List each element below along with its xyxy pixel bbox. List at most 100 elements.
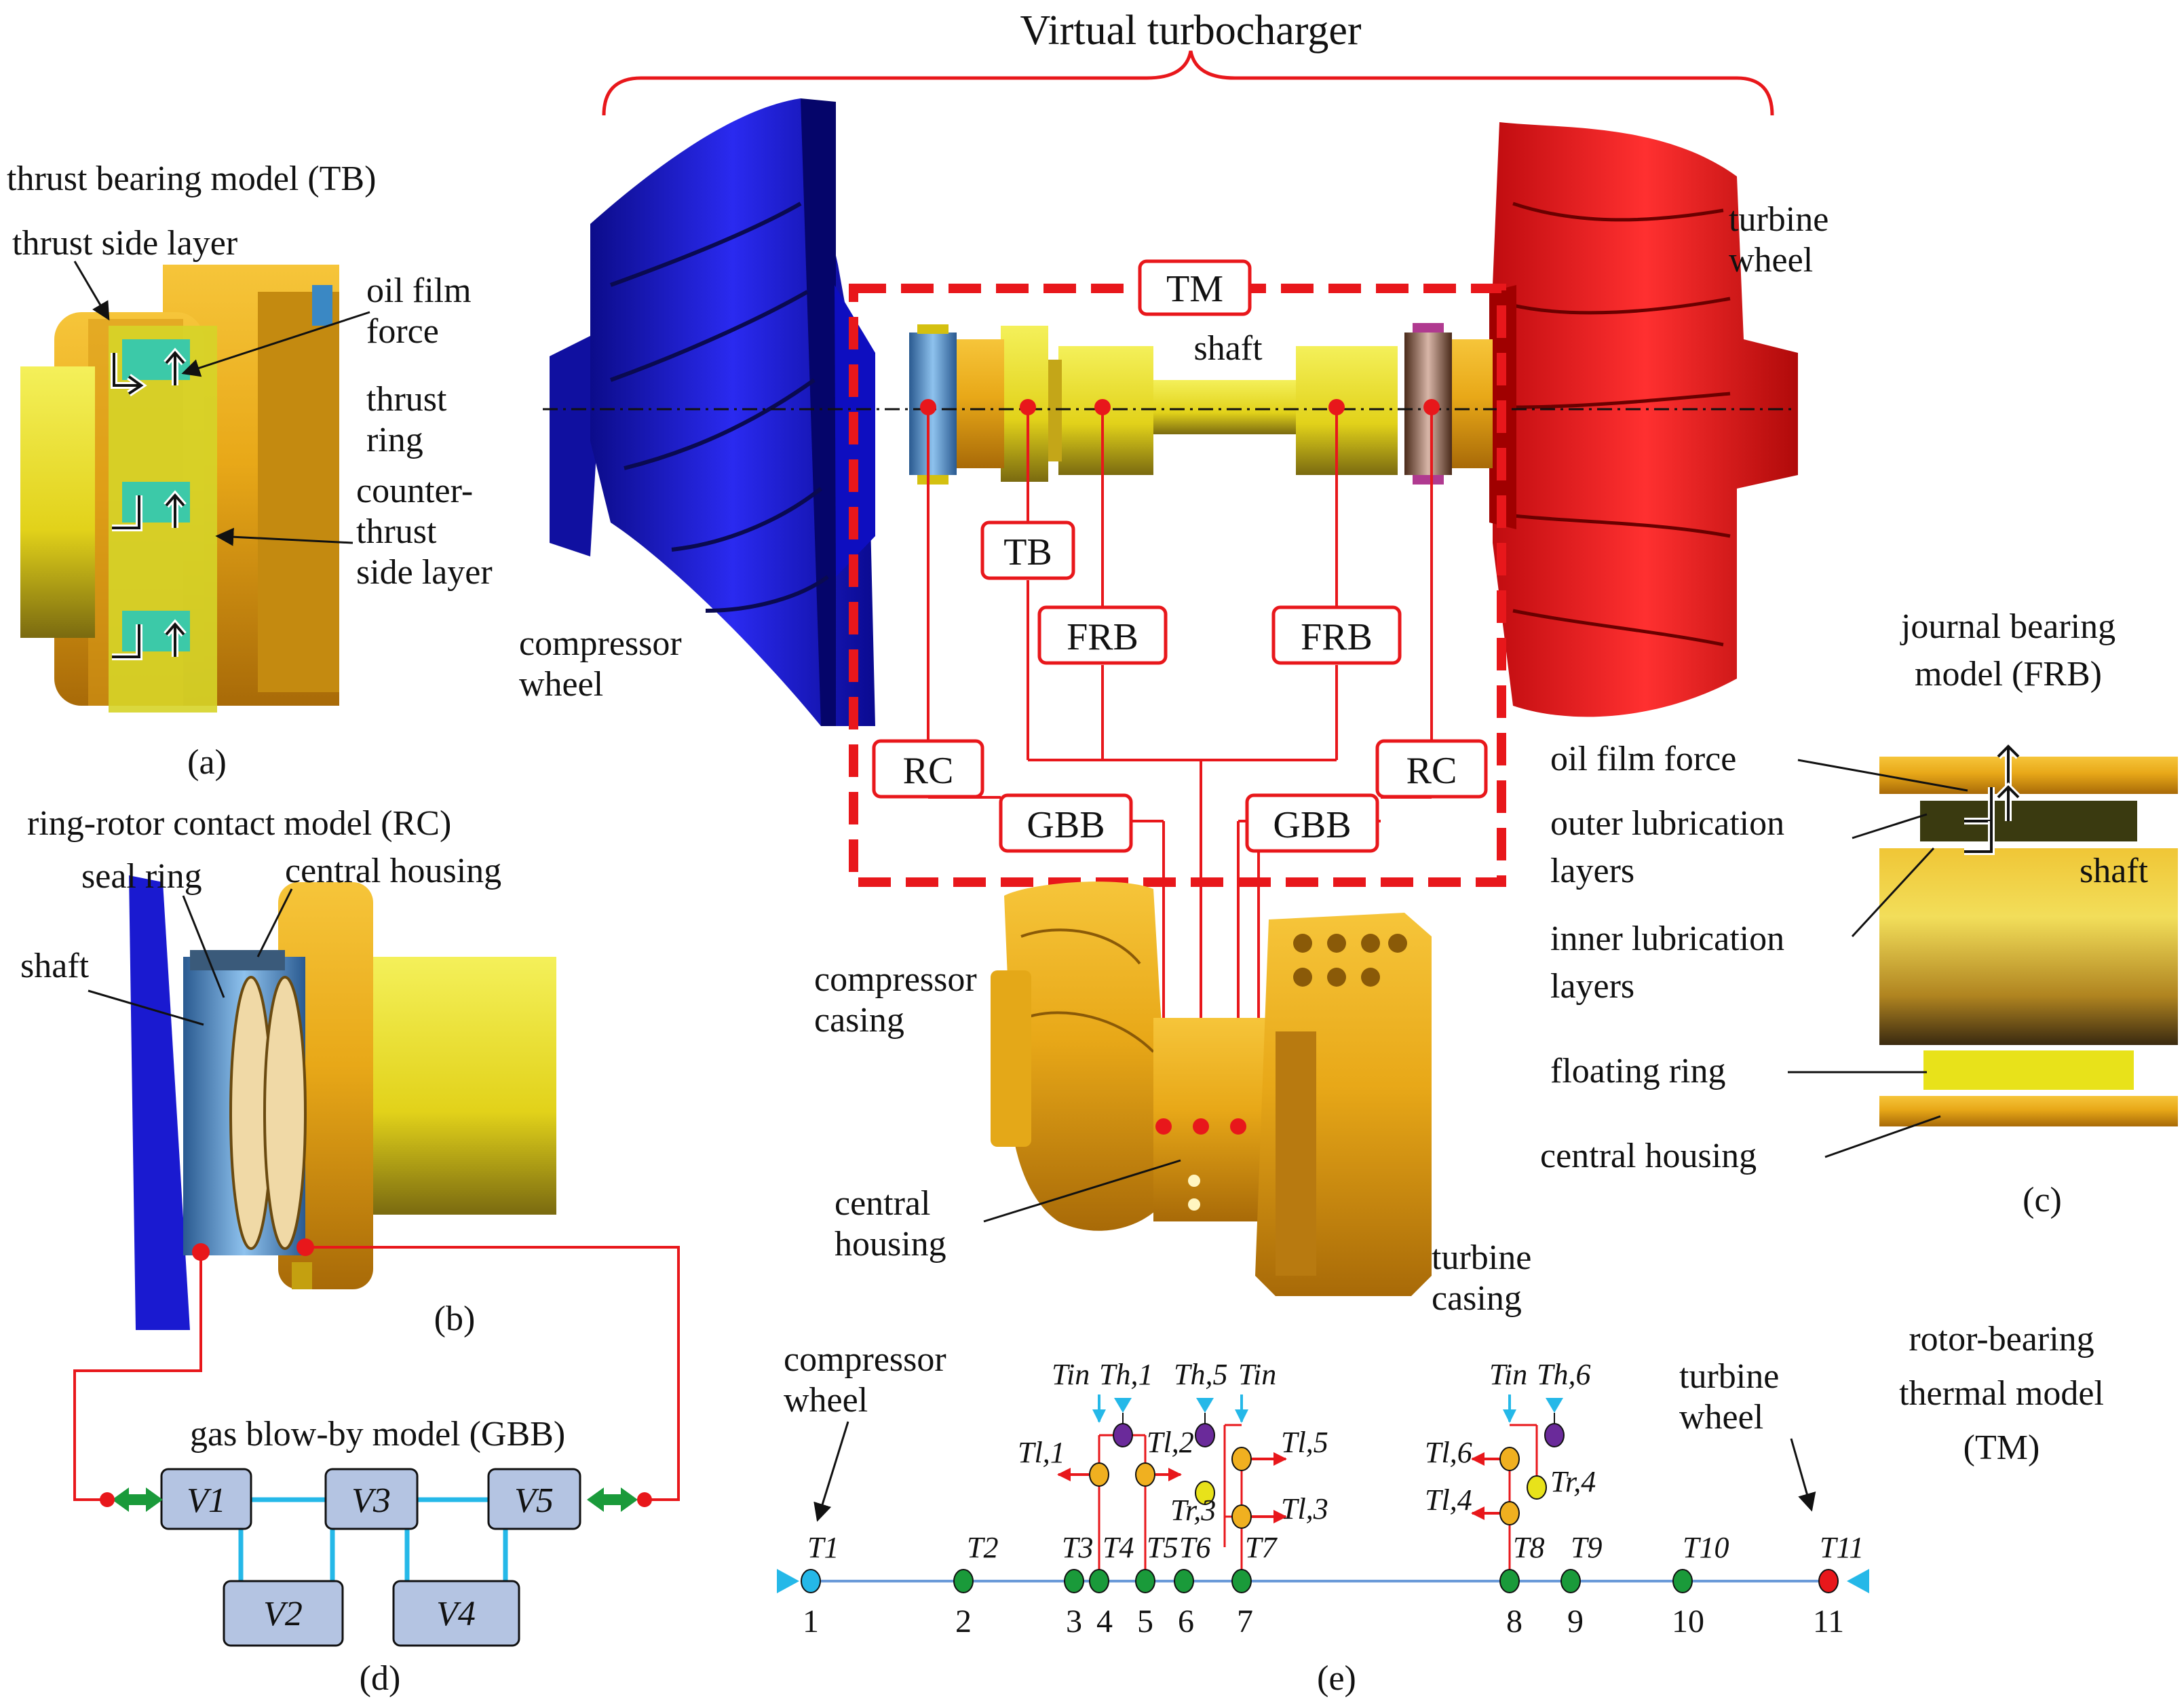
panel-c-title-2: model (FRB) [1915, 655, 2102, 694]
temp-tl5: Tl,5 [1281, 1426, 1328, 1459]
tm-box-label: TM [1166, 268, 1223, 310]
temp-th1: Th,1 [1099, 1358, 1153, 1391]
tm-node-11 [1818, 1569, 1839, 1593]
gbb-volume-v2: V2 [223, 1580, 344, 1647]
central-housing-b-leader [256, 888, 293, 957]
th6-node [1544, 1423, 1565, 1447]
rc-box-left: RC [872, 739, 984, 799]
panel-d-title: gas blow-by model (GBB) [190, 1415, 565, 1454]
tl5-node [1231, 1447, 1252, 1471]
temp-tl6: Tl,6 [1425, 1436, 1472, 1469]
tm-node-7 [1231, 1569, 1252, 1593]
gbb-left-link [73, 1252, 202, 1501]
oil-film-force-leader [181, 311, 370, 377]
figure-title: Virtual turbocharger [1020, 7, 1362, 54]
temp-t1: T1 [807, 1531, 839, 1564]
rc-left-node [920, 399, 936, 415]
gbb-box-right: GBB [1245, 793, 1379, 853]
temp-t9: T9 [1571, 1531, 1602, 1564]
outer-layers-label-2: layers [1550, 852, 1634, 890]
housing-node-3 [1230, 1118, 1246, 1135]
shaft-c-label: shaft [2080, 852, 2149, 890]
tm-model-title-1: rotor-bearing [1909, 1320, 2094, 1359]
temp-tin-1: Tin [1052, 1358, 1090, 1391]
node-number-3: 3 [1066, 1603, 1082, 1639]
rc-box-right-label: RC [1406, 750, 1457, 792]
temp-t7: T7 [1245, 1531, 1278, 1564]
oil-film-force-label-2: force [366, 312, 439, 351]
th1-triangle [1114, 1398, 1132, 1413]
panel-c-tag: (c) [2023, 1181, 2062, 1219]
tr4-node [1527, 1475, 1547, 1500]
oil-film-force-c-label: oil film force [1550, 740, 1736, 778]
thrust-ring-label-1: thrust [366, 380, 447, 419]
inner-layers-leader [1851, 847, 1935, 938]
central-housing-label-1: central [835, 1184, 930, 1223]
node-number-1: 1 [803, 1603, 819, 1639]
compressor-wheel-graphic [550, 98, 875, 726]
v1-label: V1 [187, 1481, 226, 1520]
node-number-2: 2 [955, 1603, 972, 1639]
tb-box-label: TB [1003, 531, 1052, 573]
temp-t2: T2 [967, 1531, 998, 1564]
tm-node-9 [1560, 1569, 1581, 1593]
tl6-node [1499, 1447, 1520, 1471]
title-brace [602, 50, 1774, 116]
v2-label: V2 [263, 1595, 303, 1633]
floating-ring-label: floating ring [1550, 1052, 1726, 1090]
tm-inlet-triangle-left [777, 1569, 799, 1593]
turbine-wheel-label-1: turbine [1729, 200, 1828, 239]
temp-th6: Th,6 [1537, 1358, 1590, 1391]
tl4-node [1499, 1501, 1520, 1525]
node-number-7: 7 [1237, 1603, 1253, 1639]
outer-layers-leader [1852, 813, 1928, 839]
th6-triangle [1546, 1398, 1563, 1413]
oil-film-force-label-1: oil film [366, 271, 472, 310]
gbb-inlet-node [100, 1492, 115, 1507]
tl3-node [1231, 1504, 1252, 1529]
panel-c-title-1: journal bearing [1900, 607, 2115, 646]
turbine-casing-label-2: casing [1432, 1279, 1522, 1318]
housing-node-2 [1193, 1118, 1209, 1135]
temp-tr4: Tr,4 [1550, 1465, 1596, 1498]
counter-thrust-label-2: thrust [356, 512, 437, 551]
tm-node-8 [1499, 1569, 1520, 1593]
tm-dashed-box [849, 284, 1506, 887]
panel-a-tag: (a) [187, 743, 227, 782]
v5-label: V5 [514, 1481, 554, 1520]
gbb-volume-v3: V3 [324, 1468, 419, 1530]
th5-node [1195, 1423, 1215, 1447]
thrust-bearing-graphic [20, 265, 339, 713]
oil-film-force-c-leader [1797, 759, 1968, 792]
turbine-wheel-label-2: wheel [1729, 241, 1813, 280]
temp-t3: T3 [1062, 1531, 1093, 1564]
tm-node-1 [801, 1569, 821, 1593]
temp-tl2: Tl,2 [1147, 1426, 1194, 1459]
tm-turbine-label-1: turbine [1679, 1357, 1779, 1396]
tm-compressor-label-1: compressor [784, 1340, 946, 1379]
compressor-casing-label-1: compressor [814, 960, 977, 999]
tm-node-10 [1672, 1569, 1693, 1593]
node-number-11: 11 [1813, 1603, 1844, 1639]
inner-layers-label-1: inner lubrication [1550, 919, 1784, 958]
panel-e-tag: (e) [1317, 1659, 1356, 1698]
frb-box-left-label: FRB [1067, 616, 1138, 658]
tm-compressor-label-2: wheel [784, 1381, 868, 1420]
tl1-node [1089, 1462, 1109, 1487]
thrust-side-layer-leader [73, 261, 110, 321]
turbine-casing-label-1: turbine [1432, 1238, 1531, 1277]
tb-node [1020, 399, 1036, 415]
rc-box-right: RC [1375, 739, 1488, 799]
temp-t8: T8 [1513, 1531, 1544, 1564]
temp-tin-2: Tin [1238, 1358, 1276, 1391]
temp-tl4: Tl,4 [1425, 1483, 1472, 1517]
compressor-wheel-label-1: compressor [519, 624, 682, 663]
frb-right-node [1328, 399, 1345, 415]
tm-node-6 [1174, 1569, 1194, 1593]
tl2-node [1135, 1462, 1155, 1487]
tm-node-2 [953, 1569, 974, 1593]
gbb-volume-v5: V5 [487, 1468, 581, 1530]
node-number-4: 4 [1096, 1603, 1113, 1639]
